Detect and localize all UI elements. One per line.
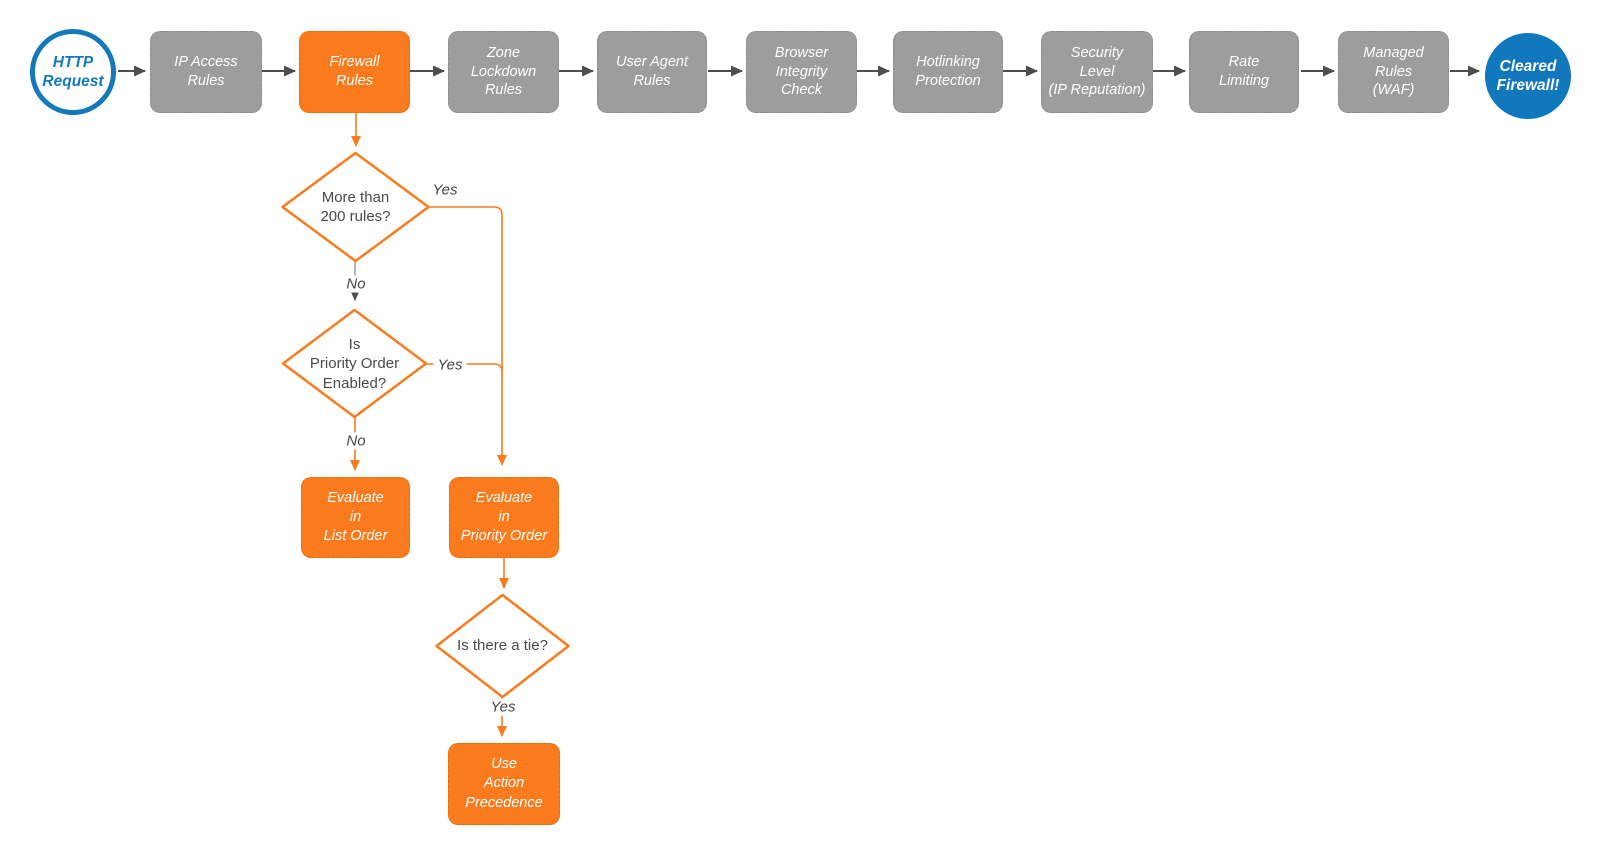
action-use-action-precedence: Use Action Precedence xyxy=(448,743,560,825)
step-ip-access-rules: IP Access Rules xyxy=(150,31,262,113)
edge-label-yes-3: Yes xyxy=(486,698,520,716)
step-firewall-rules: Firewall Rules xyxy=(299,31,410,113)
edge-decision2-yes-merge xyxy=(426,363,503,373)
step-user-agent-rules: User Agent Rules xyxy=(597,31,707,113)
step-rate-limiting: Rate Limiting xyxy=(1189,31,1299,113)
step-zone-lockdown-rules: Zone Lockdown Rules xyxy=(448,31,559,113)
step-browser-integrity-check: Browser Integrity Check xyxy=(746,31,857,113)
decision-diamond-tie xyxy=(435,593,570,699)
edge-label-no-2: No xyxy=(342,432,370,450)
edge-decision1-yes-to-priority-order xyxy=(428,206,507,466)
edge-label-yes-2: Yes xyxy=(433,356,467,374)
decision-tie-label: Is there a tie? xyxy=(457,637,548,655)
step-security-level: Security Level (IP Reputation) xyxy=(1041,31,1153,113)
decision-200-rules-label: More than 200 rules? xyxy=(320,188,391,225)
edge-label-yes-1: Yes xyxy=(428,181,462,199)
decision-diamond-priority-order xyxy=(281,308,428,419)
action-evaluate-priority-order: Evaluate in Priority Order xyxy=(449,477,559,558)
step-managed-rules-waf: Managed Rules (WAF) xyxy=(1338,31,1449,113)
decision-diamond-200-rules xyxy=(281,151,430,263)
step-hotlinking-protection: Hotlinking Protection xyxy=(893,31,1003,113)
decision-priority-order-label: Is Priority Order Enabled? xyxy=(309,336,400,392)
end-node-cleared-firewall: Cleared Firewall! xyxy=(1485,33,1571,119)
start-node-http-request: HTTP Request xyxy=(30,29,116,115)
action-evaluate-list-order: Evaluate in List Order xyxy=(301,477,410,558)
edge-label-no-1: No xyxy=(342,275,370,293)
